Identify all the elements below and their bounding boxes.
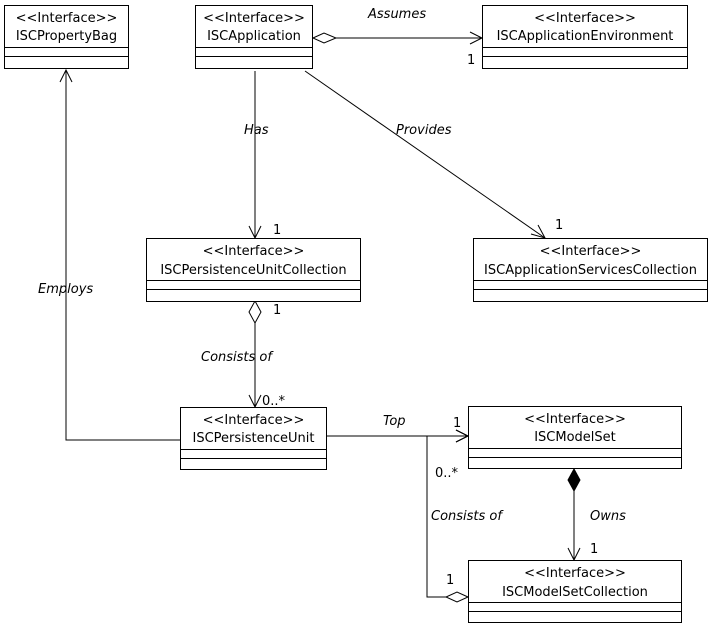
class-stereotype: <<Interface>> (534, 11, 636, 26)
consists-of-source-multiplicity: 1 (273, 303, 281, 318)
class-name: ISCPersistenceUnitCollection (160, 263, 346, 278)
top-multiplicity: 1 (453, 416, 461, 431)
model-set-consists-of-association: Consists of 1 0..* (426, 429, 504, 603)
class-stereotype: <<Interface>> (524, 566, 626, 581)
consists-of-association: Consists of 1 0..* (201, 299, 286, 409)
class-isc-application-services-collection[interactable]: <<Interface>> ISCApplicationServicesColl… (473, 238, 708, 302)
class-stereotype: <<Interface>> (540, 244, 642, 259)
class-name: ISCApplicationEnvironment (497, 29, 674, 44)
aggregation-diamond-icon (311, 32, 338, 44)
class-stereotype: <<Interface>> (203, 244, 305, 259)
class-name: ISCApplicationServicesCollection (484, 263, 697, 278)
model-set-consists-of-target-multiplicity: 0..* (435, 466, 459, 481)
aggregation-diamond-icon (248, 299, 262, 325)
owns-multiplicity: 1 (590, 542, 598, 557)
assumes-multiplicity: 1 (467, 53, 475, 68)
class-name: ISCModelSetCollection (502, 585, 648, 600)
provides-label: Provides (396, 123, 452, 138)
has-label: Has (244, 123, 269, 138)
has-multiplicity: 1 (273, 223, 281, 238)
assumes-association: Assumes 1 (311, 7, 484, 68)
provides-association: Provides 1 (304, 70, 563, 239)
class-isc-application-environment[interactable]: <<Interface>> ISCApplicationEnvironment (482, 5, 688, 69)
class-isc-model-set-collection[interactable]: <<Interface>> ISCModelSetCollection (468, 560, 682, 623)
composition-diamond-icon (567, 467, 581, 493)
assumes-label: Assumes (367, 7, 426, 22)
has-association: Has 1 (244, 71, 281, 240)
class-isc-application[interactable]: <<Interface>> ISCApplication (195, 5, 313, 69)
employs-label: Employs (38, 282, 93, 297)
class-stereotype: <<Interface>> (203, 413, 305, 428)
class-stereotype: <<Interface>> (203, 11, 305, 26)
class-isc-property-bag[interactable]: <<Interface>> ISCPropertyBag (4, 5, 129, 69)
class-stereotype: <<Interface>> (16, 11, 118, 26)
top-association: Top 1 (327, 414, 470, 443)
class-name: ISCPropertyBag (16, 29, 117, 44)
owns-label: Owns (590, 509, 626, 524)
class-name: ISCModelSet (534, 430, 616, 445)
class-isc-persistence-unit-collection[interactable]: <<Interface>> ISCPersistenceUnitCollecti… (146, 238, 361, 302)
model-set-consists-of-source-multiplicity: 1 (446, 573, 454, 588)
consists-of-target-multiplicity: 0..* (262, 394, 286, 409)
class-name: ISCApplication (207, 29, 301, 44)
owns-composition: Owns 1 (567, 467, 626, 562)
class-stereotype: <<Interface>> (524, 412, 626, 427)
top-label: Top (383, 414, 406, 429)
consists-of-label: Consists of (201, 350, 274, 365)
employs-association: Employs (38, 68, 180, 441)
model-set-consists-of-label: Consists of (431, 509, 504, 524)
provides-multiplicity: 1 (555, 218, 563, 233)
aggregation-diamond-icon (444, 591, 470, 603)
class-isc-model-set[interactable]: <<Interface>> ISCModelSet (468, 406, 682, 469)
class-isc-persistence-unit[interactable]: <<Interface>> ISCPersistenceUnit (180, 407, 327, 470)
arrowhead-icon (59, 68, 73, 83)
class-name: ISCPersistenceUnit (193, 431, 315, 446)
